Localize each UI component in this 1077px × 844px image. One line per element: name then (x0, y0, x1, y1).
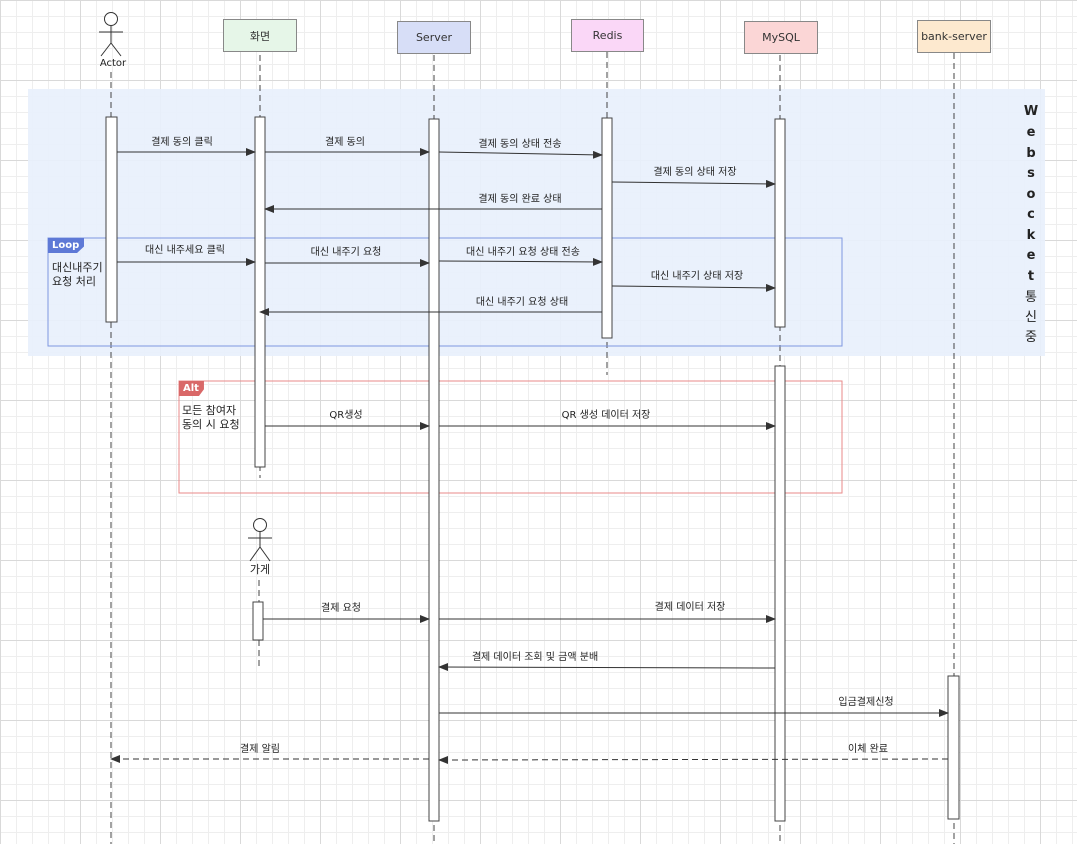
store-stick-figure (248, 518, 272, 562)
actor-stick-figure (99, 12, 123, 57)
activation-server (428, 118, 440, 822)
message-label: 결제 동의 완료 상태 (478, 194, 562, 205)
alt-frame-tag: Alt (179, 381, 204, 396)
message-label: 결제 동의 클릭 (151, 137, 213, 148)
websocket-label-char: c (1027, 207, 1035, 222)
loop-frame-tag: Loop (48, 238, 85, 253)
store-label: 가게 (249, 563, 271, 576)
websocket-label-char: k (1026, 228, 1036, 243)
websocket-label-char: e (1026, 125, 1036, 140)
websocket-label-char: W (1023, 104, 1039, 119)
message-label: 결제 요청 (321, 603, 361, 614)
message-label: 결제 동의 상태 전송 (478, 139, 562, 150)
actor-label: Actor (99, 58, 127, 69)
loop-frame-label-1: 대신내주기 (52, 261, 103, 274)
arrow-m15 (438, 663, 776, 672)
participant-bank-server: bank-server (917, 20, 991, 53)
activation-mysql-2 (774, 365, 786, 822)
websocket-label-char: t (1027, 269, 1035, 284)
participant-screen: 화면 (223, 19, 297, 52)
loop-frame-label-2: 요청 처리 (52, 275, 96, 288)
websocket-label-char: b (1026, 146, 1036, 161)
websocket-label-char: 중 (1025, 330, 1037, 345)
activation-actor (105, 116, 118, 323)
arrow-m4 (611, 179, 776, 188)
activation-screen (254, 116, 266, 468)
participant-redis: Redis (571, 19, 644, 52)
message-label: QR생성 (329, 410, 363, 421)
arrow-m8 (438, 257, 603, 266)
arrow-m9 (611, 283, 776, 292)
activation-store (252, 601, 264, 641)
alt-frame (178, 380, 843, 494)
message-label: 대신 내주기 상태 저장 (650, 271, 744, 282)
message-label: 결제 알림 (240, 744, 280, 755)
websocket-label-char: e (1026, 248, 1036, 263)
message-label: 입금결제신청 (838, 697, 894, 708)
message-label: 대신 내주기 요청 상태 전송 (466, 247, 580, 258)
loop-frame (47, 237, 843, 347)
websocket-label-char: 통 (1025, 290, 1037, 305)
arrow-m3 (438, 150, 603, 159)
message-label: 이체 완료 (848, 744, 888, 755)
activation-mysql-1 (774, 118, 786, 328)
message-label: QR 생성 데이터 저장 (561, 410, 651, 421)
arrow-m17 (438, 755, 949, 764)
participant-server: Server (397, 21, 471, 54)
message-label: 결제 데이터 저장 (654, 602, 726, 613)
message-label: 결제 동의 상태 저장 (653, 167, 737, 178)
alt-frame-label-1: 모든 참여자 (182, 404, 237, 417)
activation-redis (601, 117, 613, 339)
message-label: 대신 내주기 요청 상태 (475, 297, 569, 308)
alt-frame-label-2: 동의 시 요청 (182, 418, 240, 431)
websocket-label-char: o (1026, 187, 1036, 202)
activation-bank (947, 675, 960, 820)
message-label: 대신 내주세요 클릭 (145, 245, 225, 256)
message-label: 결제 동의 (325, 137, 365, 148)
websocket-label-char: 신 (1025, 310, 1037, 325)
participant-mysql: MySQL (744, 21, 818, 54)
message-label: 결제 데이터 조회 및 금액 분배 (471, 652, 599, 663)
message-label: 대신 내주기 요청 (310, 247, 382, 258)
websocket-label-char: s (1027, 166, 1035, 181)
websocket-region (28, 89, 1045, 356)
